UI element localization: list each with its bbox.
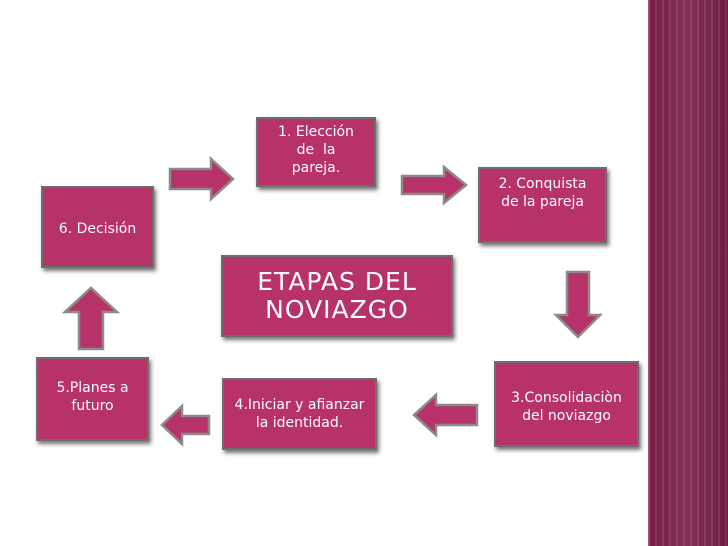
stage-2-box: 2. Conquista de la pareja bbox=[478, 167, 607, 243]
stage-1-line-3: pareja. bbox=[291, 160, 341, 176]
stage-5-box: 5.Planes a futuro bbox=[36, 357, 149, 441]
stage-2-line-1: 2. Conquista bbox=[498, 176, 587, 192]
arrow-right-6-to-1 bbox=[168, 156, 235, 202]
diagram-title: ETAPAS DEL NOVIAZGO bbox=[221, 255, 453, 337]
title-line-2: NOVIAZGO bbox=[265, 295, 409, 324]
decorative-side-stripe bbox=[648, 0, 728, 546]
arrow-down-2-to-3 bbox=[552, 270, 604, 339]
stage-4-box: 4.Iniciar y afianzar la identidad. bbox=[222, 378, 377, 450]
stage-2-line-2: de la pareja bbox=[501, 194, 584, 210]
arrow-left-3-to-4 bbox=[412, 392, 479, 438]
arrow-left-4-to-5 bbox=[160, 403, 211, 447]
stage-1-line-1: 1. Elección bbox=[278, 124, 354, 140]
title-line-1: ETAPAS DEL bbox=[257, 267, 417, 296]
stage-5-line-2: futuro bbox=[71, 398, 114, 414]
stage-3-line-1: 3.Consolidaciòn bbox=[511, 390, 622, 406]
stripe-shading bbox=[648, 0, 728, 546]
stage-3-line-2: del noviazgo bbox=[522, 408, 611, 424]
stage-6-line-1: 6. Decisión bbox=[58, 221, 137, 237]
stage-4-line-1: 4.Iniciar y afianzar bbox=[234, 397, 365, 413]
stripe-texture bbox=[648, 0, 728, 546]
stage-6-box: 6. Decisión bbox=[41, 186, 154, 268]
arrow-up-5-to-6 bbox=[61, 286, 121, 351]
stage-5-line-1: 5.Planes a bbox=[56, 380, 129, 396]
stage-1-box: 1. Elección de la pareja. bbox=[256, 117, 376, 187]
arrow-right-1-to-2 bbox=[400, 164, 468, 206]
stage-3-box: 3.Consolidaciòn del noviazgo bbox=[494, 361, 639, 447]
stage-4-line-2: la identidad. bbox=[255, 415, 344, 431]
stage-1-line-2: de la bbox=[296, 142, 336, 158]
